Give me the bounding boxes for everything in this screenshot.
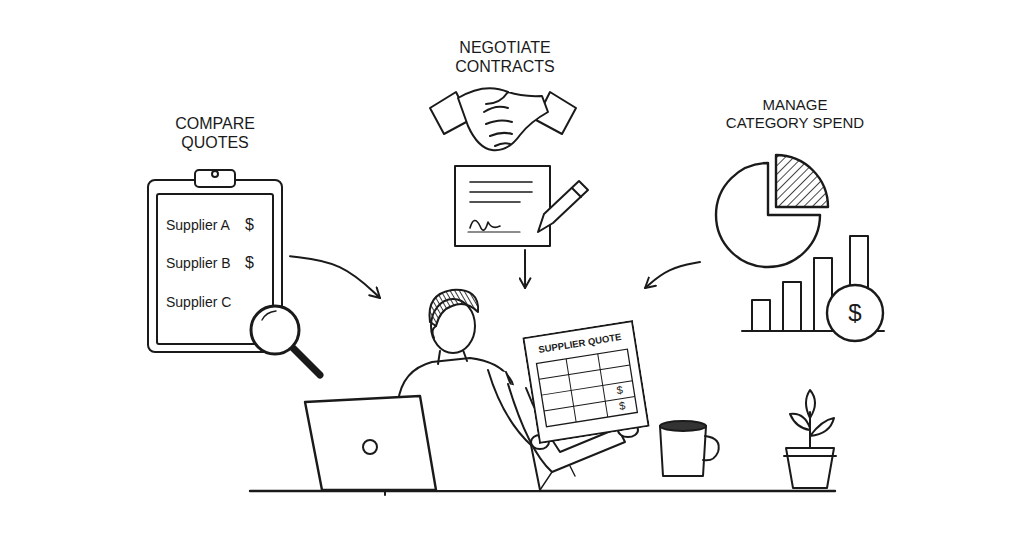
contract-line [470,191,532,193]
section-heading: COMPARE QUOTES [150,114,280,152]
fingers [484,107,512,146]
section-heading: NEGOTIATE CONTRACTS [440,38,570,76]
table-column-line [566,359,576,422]
contract-sheet [455,166,550,246]
quote-sheet: SUPPLIER QUOTE$$ [522,320,650,444]
laptop-logo [363,440,377,454]
clipboard-clip [195,170,235,187]
table-row-line [539,365,630,379]
handshake [430,88,576,150]
spend-chart [716,155,884,341]
table-column-line [598,354,608,417]
plant-leaves [790,390,834,448]
magnifier [251,306,320,375]
plant-pot-rim [784,455,836,457]
supplier-name: Supplier B [166,255,246,272]
spend-node: MANAGE CATEGORY SPEND $ [700,92,890,344]
price-symbol: $ [245,253,263,272]
sleeve-fold [540,466,575,490]
magnifier-handle [292,347,320,375]
mug-handle [703,436,719,460]
coin-symbol: $ [835,297,875,329]
connectors [290,250,700,298]
section-heading: MANAGE CATEGORY SPEND [720,96,870,132]
supplier-name: Supplier A [166,217,246,234]
supplier-name: Supplier C [166,294,246,311]
mug-coffee [660,421,706,431]
table-frame [536,349,637,427]
flow-arrow [645,262,700,288]
person-hair [429,290,478,326]
pen-band [572,188,581,197]
paper-outline [523,321,648,443]
contract [455,166,588,246]
flow-arrow [290,256,380,298]
contract-node: NEGOTIATE CONTRACTS [425,28,585,250]
clipboard-clip-hole [212,171,218,177]
bar [752,300,770,331]
flow-arrow [524,250,526,288]
quote-table [523,321,648,443]
clasped-hands [458,88,548,150]
price-symbol: $ [245,215,263,234]
plant-pot [786,448,834,488]
quote-node: SUPPLIER QUOTE$$ [380,288,665,488]
bar [783,282,801,331]
signature [470,220,500,230]
mug [660,426,706,476]
contract-line [470,201,520,203]
contract-line [470,181,532,183]
desk-scene [250,290,836,495]
magnifier-glint [262,311,276,320]
signature-line [468,231,520,232]
magnifier-lens [251,306,299,354]
coin [827,285,883,341]
thumb [486,92,508,104]
clipboard-node: COMPARE QUOTESSupplier A$Supplier B$Supp… [140,108,290,355]
person-ear [432,326,436,338]
pie-slice [776,155,828,207]
pen [538,181,588,232]
laptop-lid [305,396,436,490]
